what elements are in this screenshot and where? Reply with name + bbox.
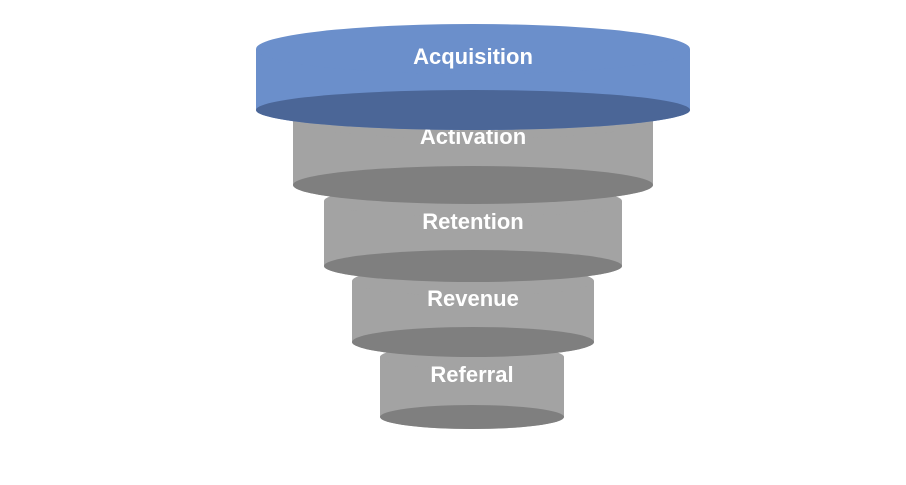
funnel-stage-activation-bottom-rim bbox=[293, 166, 653, 204]
funnel-stage-acquisition: Acquisition bbox=[256, 24, 690, 130]
funnel-stage-acquisition-top bbox=[256, 24, 690, 74]
funnel-stage-retention-bottom-rim bbox=[324, 250, 622, 282]
funnel-stage-acquisition-label: Acquisition bbox=[413, 44, 533, 69]
funnel-stage-revenue-label: Revenue bbox=[427, 286, 519, 311]
funnel-stage-revenue-bottom-rim bbox=[352, 327, 594, 357]
funnel-stage-referral-label: Referral bbox=[430, 362, 513, 387]
funnel-stage-acquisition-bottom-rim bbox=[256, 90, 690, 130]
funnel-stage-revenue: Revenue bbox=[352, 266, 594, 357]
funnel-stage-referral-bottom-rim bbox=[380, 405, 564, 429]
funnel-stage-referral: Referral bbox=[380, 345, 564, 429]
funnel-stage-retention: Retention bbox=[324, 185, 622, 282]
funnel-stage-retention-label: Retention bbox=[422, 209, 523, 234]
